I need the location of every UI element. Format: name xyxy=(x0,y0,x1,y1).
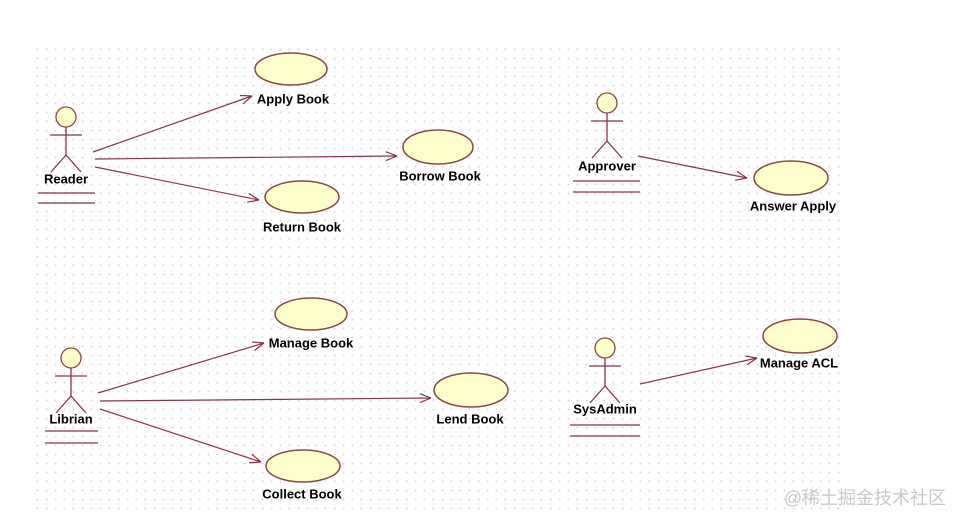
actor-sysadmin[interactable] xyxy=(570,337,640,437)
usecase-manage-acl[interactable] xyxy=(762,318,838,354)
watermark-text: @稀土掘金技术社区 xyxy=(783,488,946,508)
edge-reader-borrow-book[interactable] xyxy=(94,151,398,162)
usecase-lend-book[interactable] xyxy=(433,372,509,408)
diagram-grid-canvas xyxy=(33,45,845,513)
usecase-manage-book[interactable] xyxy=(274,297,348,331)
edge-reader-return-book[interactable] xyxy=(94,166,260,203)
usecase-answer-apply[interactable] xyxy=(753,160,829,196)
edge-librian-manage-book[interactable] xyxy=(97,341,265,394)
usecase-collect-book[interactable] xyxy=(265,449,341,483)
edge-librian-lend-book[interactable] xyxy=(99,393,432,404)
edge-librian-collect-book[interactable] xyxy=(99,408,262,464)
edge-approver-answer-apply[interactable] xyxy=(637,155,748,181)
actor-reader[interactable] xyxy=(38,106,95,204)
usecase-borrow-book[interactable] xyxy=(402,129,474,165)
edge-sysadmin-manage-acl[interactable] xyxy=(639,355,758,385)
edge-reader-apply-book[interactable] xyxy=(92,94,253,153)
actor-librian[interactable] xyxy=(45,347,98,444)
actor-approver[interactable] xyxy=(573,92,640,193)
usecase-apply-book[interactable] xyxy=(254,52,328,86)
usecase-return-book[interactable] xyxy=(264,180,340,214)
